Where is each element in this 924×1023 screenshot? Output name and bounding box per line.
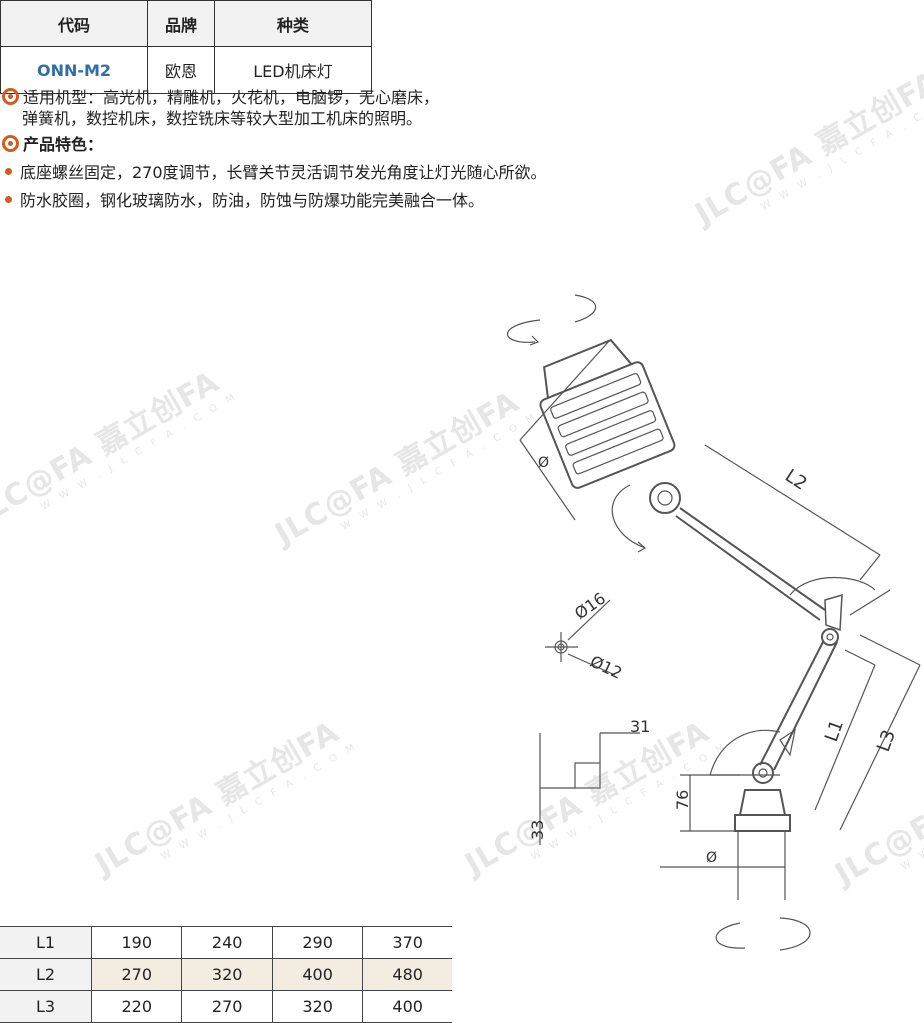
bullet-ring-icon (2, 135, 19, 152)
row-label: L3 (0, 990, 92, 1023)
header-code: 代码 (0, 0, 149, 47)
bullet-dot-icon (5, 196, 12, 203)
cell-code: ONN-M2 (0, 46, 149, 94)
label-d12: Ø12 (587, 652, 625, 683)
table-cell: 480 (362, 958, 452, 991)
dimension-table: L1 190 240 290 370 L2 270 320 400 480 L3… (0, 926, 452, 1023)
row-label: L1 (0, 926, 92, 959)
table-cell: 290 (271, 926, 363, 959)
label-L2: L2 (781, 465, 810, 494)
table-cell: 370 (362, 926, 452, 959)
table-cell: 320 (271, 990, 363, 1023)
label-31: 31 (630, 717, 650, 736)
cell-brand: 欧恩 (147, 46, 215, 94)
table-row: L3 220 270 320 400 (0, 990, 452, 1023)
features-heading: 产品特色： (2, 135, 103, 155)
table-row: L2 270 320 400 480 (0, 958, 452, 991)
bullet-ring-icon (2, 88, 19, 105)
label-76: 76 (673, 790, 692, 810)
table-cell: 240 (181, 926, 273, 959)
table-cell: 270 (90, 958, 182, 991)
label-d16: Ø16 (571, 589, 609, 623)
feature-item: 底座螺丝固定，270度调节，长臂关节灵活调节发光角度让灯光随心所欲。 (0, 163, 547, 183)
feature-item: 防水胶圈，钢化玻璃防水，防油，防蚀与防爆功能完美融合一体。 (0, 191, 484, 211)
label-L3: L3 (873, 727, 900, 754)
label-base-dia: Ø (706, 850, 717, 866)
applicable-line: 适用机型：高光机，精雕机，火花机，电脑锣，无心磨床， (2, 88, 439, 108)
table-cell: 190 (90, 926, 182, 959)
header-type: 种类 (213, 0, 373, 47)
table-cell: 270 (181, 990, 273, 1023)
table-cell: 220 (90, 990, 182, 1023)
cell-type: LED机床灯 (213, 46, 373, 94)
table-cell: 400 (271, 958, 363, 991)
spec-table: 代码 品牌 种类 ONN-M2 欧恩 LED机床灯 (0, 0, 373, 94)
table-cell: 320 (181, 958, 273, 991)
label-lamp-dia: Ø (538, 455, 549, 471)
table-row: L1 190 240 290 370 (0, 926, 452, 959)
label-33: 33 (528, 820, 547, 840)
header-brand: 品牌 (147, 0, 215, 47)
row-label: L2 (0, 958, 92, 991)
applicable-line-2: 弹簧机，数控机床，数控铣床等较大型加工机床的照明。 (22, 109, 423, 128)
table-cell: 400 (362, 990, 452, 1023)
lamp-technical-drawing: Ø L2 Ø16 Ø12 L1 L3 31 76 33 Ø (507, 294, 921, 951)
bullet-dot-icon (5, 168, 12, 175)
